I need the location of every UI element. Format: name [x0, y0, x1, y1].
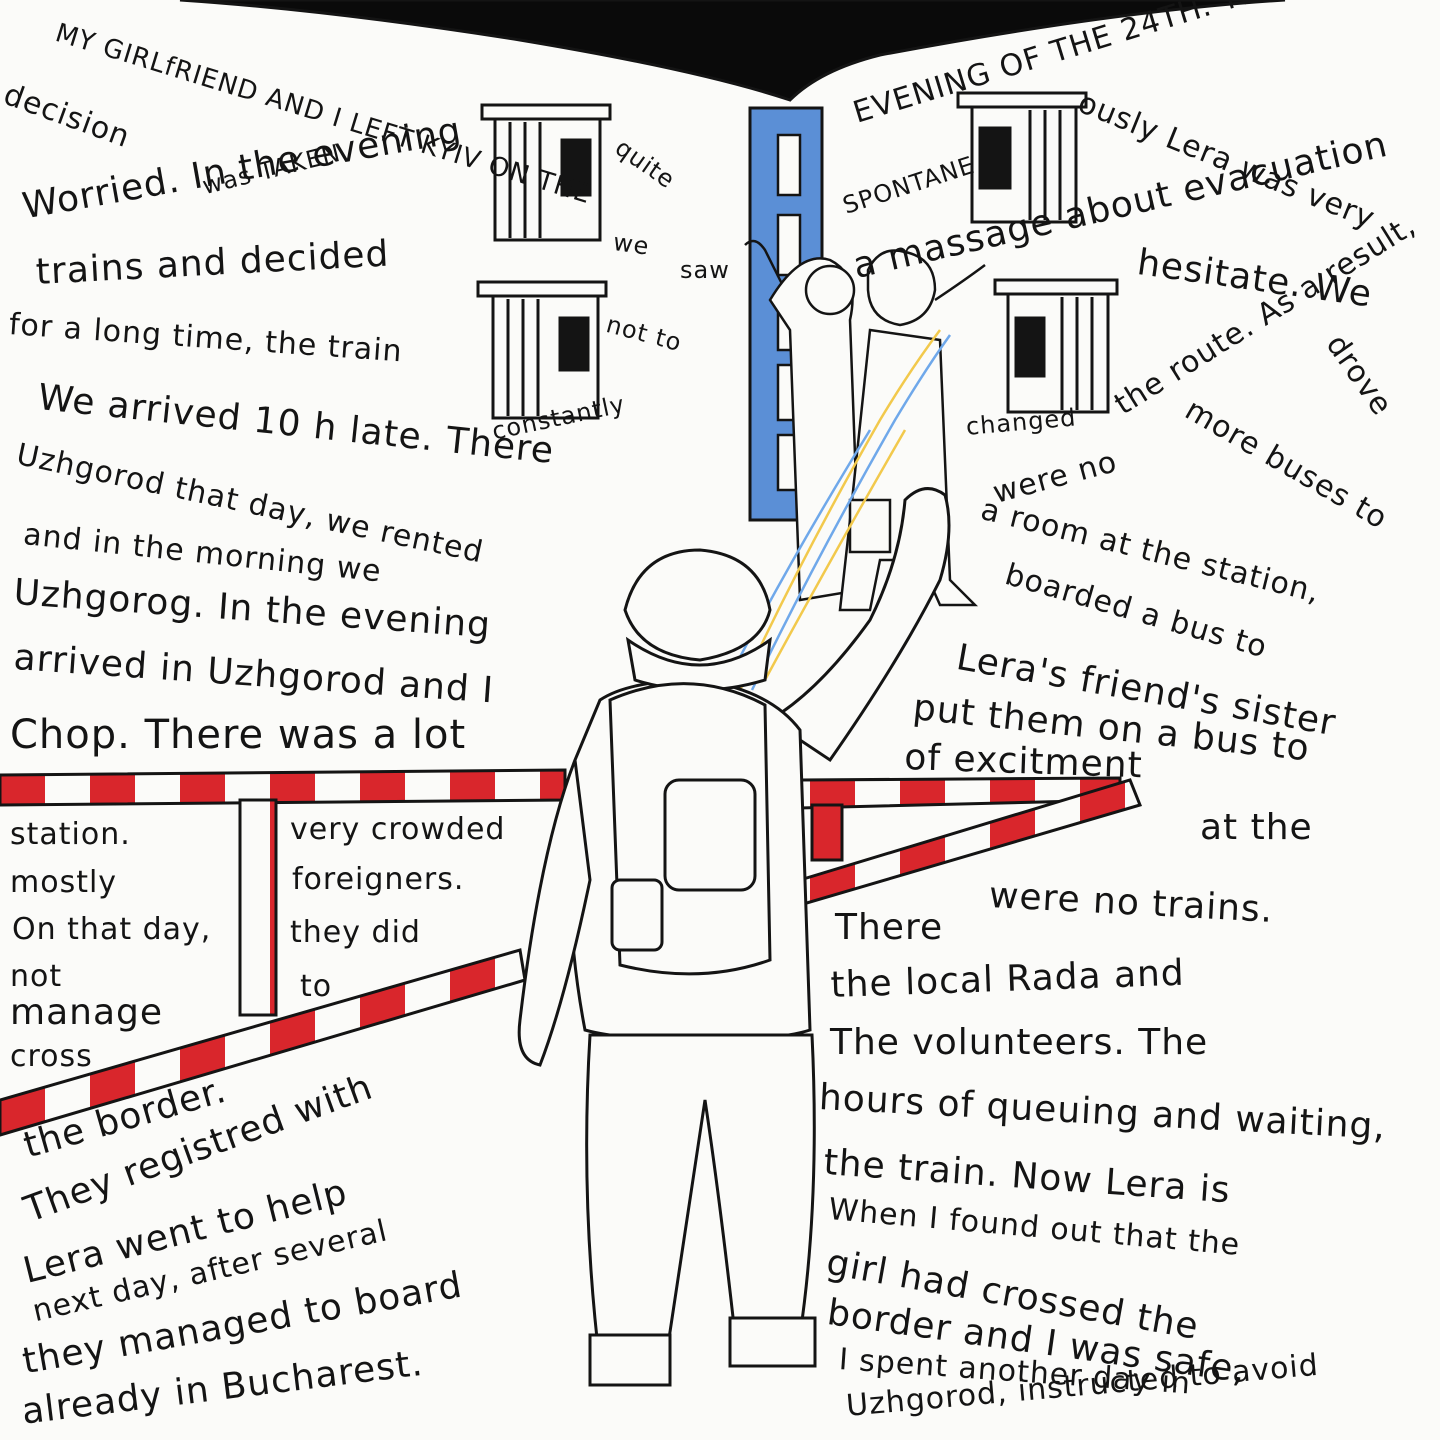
story-text: they did: [290, 915, 421, 950]
person-with-backpack: [517, 487, 951, 1387]
story-text: very crowded: [290, 812, 506, 847]
waving-hand-icon: [744, 239, 792, 301]
cap-icon: [623, 548, 772, 662]
story-text: mostly: [10, 865, 118, 900]
left-arm: [517, 759, 592, 1067]
story-text: foreigners.: [292, 862, 465, 897]
raised-arm: [767, 487, 951, 763]
story-text: not: [10, 959, 63, 994]
barrier-tape: [0, 768, 1143, 1137]
story-text: manage: [10, 992, 164, 1033]
story-text: Chop. There was a lot: [10, 712, 467, 758]
story-text: station.: [10, 817, 131, 852]
story-text: There: [835, 907, 944, 948]
story-text: cross: [10, 1039, 93, 1074]
pants: [585, 1033, 816, 1367]
story-text: at the: [1200, 807, 1313, 848]
night-sky: [179, 0, 1286, 102]
story-text: saw: [680, 256, 730, 284]
story-text: of excitment: [903, 737, 1144, 787]
story-text: to: [300, 969, 333, 1004]
story-text: we: [611, 228, 652, 261]
window-icon: [476, 91, 1119, 420]
story-text: On that day,: [12, 912, 212, 947]
flag-scribble: [726, 329, 952, 691]
story-text: The volunteers. The: [830, 1022, 1209, 1063]
